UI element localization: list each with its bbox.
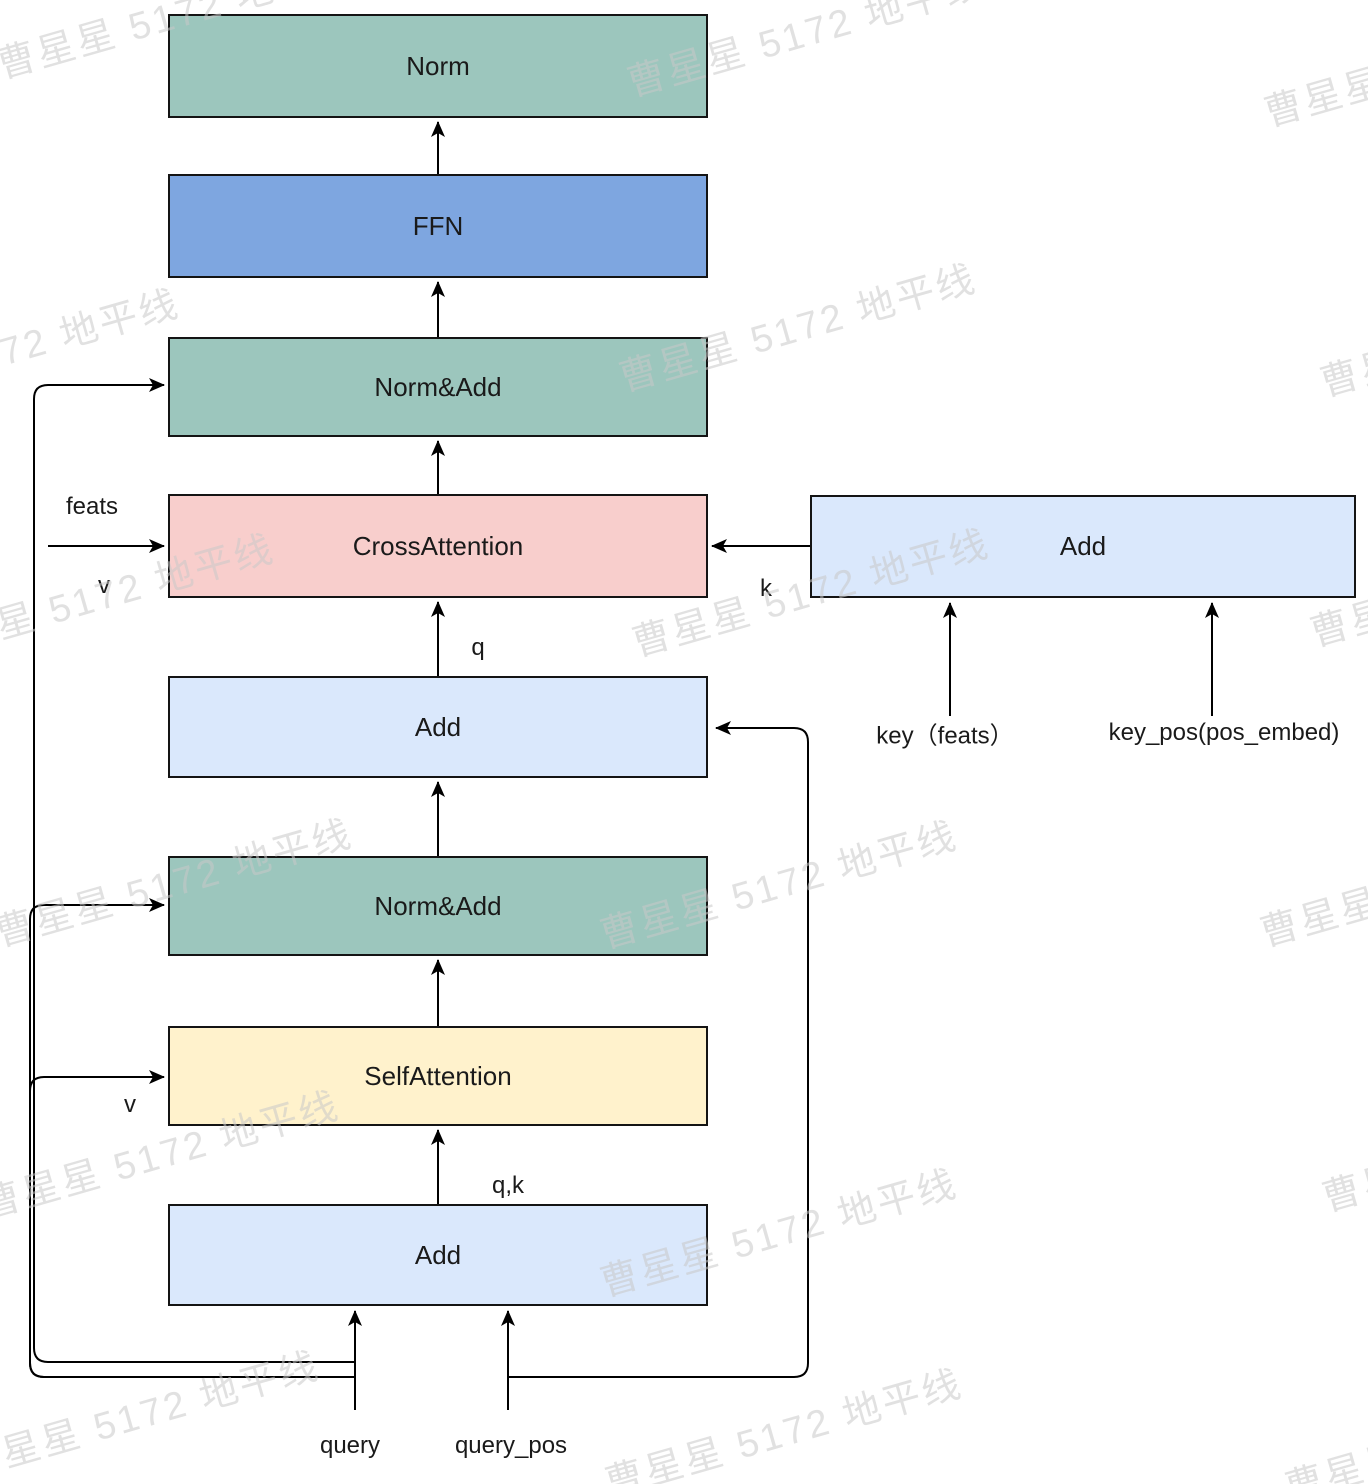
block-norm-add-2-label: Norm&Add bbox=[374, 890, 502, 921]
block-norm-add-1: Norm&Add bbox=[168, 337, 708, 437]
label-query: query bbox=[319, 1432, 381, 1459]
label-v-cross: v bbox=[98, 572, 110, 599]
block-norm-add-2: Norm&Add bbox=[168, 856, 708, 956]
block-add-bottom-label: Add bbox=[414, 1239, 462, 1270]
label-key-feats: key（feats） bbox=[876, 722, 1014, 750]
block-cross-attention-label: CrossAttention bbox=[352, 530, 524, 561]
block-self-attention-label: SelfAttention bbox=[364, 1060, 512, 1091]
block-self-attention: SelfAttention bbox=[168, 1026, 708, 1126]
block-cross-attention: CrossAttention bbox=[168, 494, 708, 598]
label-feats: feats bbox=[65, 493, 119, 520]
label-key-pos: key_pos(pos_embed) bbox=[1108, 719, 1340, 746]
block-ffn-label: FFN bbox=[412, 210, 464, 241]
label-k: k bbox=[760, 575, 772, 602]
block-norm: Norm bbox=[168, 14, 708, 118]
label-query-pos: query_pos bbox=[454, 1432, 568, 1459]
connector-query-to-normadd2 bbox=[29, 898, 355, 1378]
connector-query-to-selfattention-v bbox=[29, 1070, 355, 1378]
connector-querypos-to-addmid bbox=[508, 721, 809, 1378]
label-v-self: v bbox=[124, 1091, 136, 1118]
block-add-right: Add bbox=[810, 495, 1356, 598]
block-norm-add-1-label: Norm&Add bbox=[374, 371, 502, 402]
block-add-bottom: Add bbox=[168, 1204, 708, 1306]
connector-query-to-normadd1 bbox=[33, 378, 355, 1363]
block-add-middle: Add bbox=[168, 676, 708, 778]
block-ffn: FFN bbox=[168, 174, 708, 278]
label-qk: q,k bbox=[491, 1172, 525, 1199]
block-add-right-label: Add bbox=[1059, 531, 1107, 561]
label-q: q bbox=[471, 634, 485, 661]
block-add-middle-label: Add bbox=[414, 711, 462, 742]
block-norm-label: Norm bbox=[406, 50, 470, 81]
